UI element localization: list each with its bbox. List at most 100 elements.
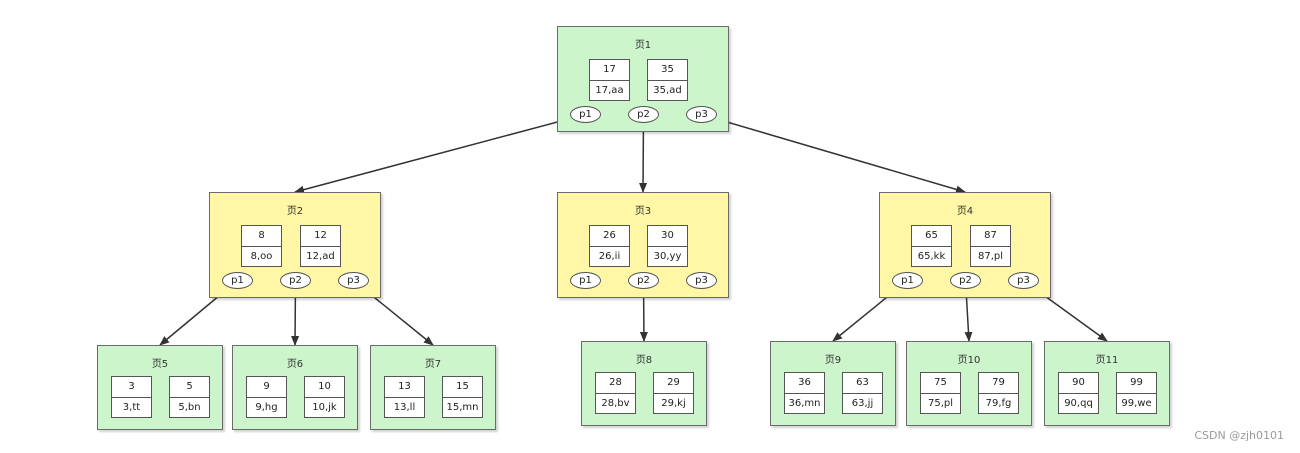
pointer-p2: p2 xyxy=(628,272,659,289)
key: 79 xyxy=(979,373,1018,394)
record: 75,pl xyxy=(927,398,954,409)
record: 65,kk xyxy=(917,251,946,262)
page-11: 页11 90 90,qq 99 99,we xyxy=(1044,341,1170,426)
key: 28 xyxy=(596,373,635,394)
edge-p1-p1-to-p2 xyxy=(294,113,586,194)
watermark: CSDN @zjh0101 xyxy=(1194,429,1284,442)
key-cell: 28 28,bv xyxy=(595,372,636,414)
record: 3,tt xyxy=(122,402,141,413)
key-cell: 36 36,mn xyxy=(784,372,825,414)
key: 12 xyxy=(301,226,340,247)
key: 65 xyxy=(912,226,951,247)
record: 87,pl xyxy=(977,251,1004,262)
pointer-p1: p1 xyxy=(570,106,601,123)
page-10: 页10 75 75,pl 79 79,fg xyxy=(906,341,1032,426)
key-cell: 9 9,hg xyxy=(246,376,287,418)
key: 13 xyxy=(385,377,424,398)
pointer-p1: p1 xyxy=(222,272,253,289)
record: 8,oo xyxy=(250,251,273,262)
page-8: 页8 28 28,bv 29 29,kj xyxy=(581,341,707,426)
page-title: 页7 xyxy=(424,359,442,370)
key-cell: 87 87,pl xyxy=(970,225,1011,267)
record: 63,jj xyxy=(851,398,874,409)
key-cell: 8 8,oo xyxy=(241,225,282,267)
record: 5,bn xyxy=(178,402,201,413)
page-title: 页6 xyxy=(286,359,304,370)
page-title: 页9 xyxy=(824,355,842,366)
page-2: 页2 8 8,oo 12 12,ad p1 p2 p3 xyxy=(209,192,381,298)
key-cell: 17 17,aa xyxy=(589,59,630,101)
key-cell: 12 12,ad xyxy=(300,225,341,267)
key: 35 xyxy=(648,60,687,81)
pointer-p2: p2 xyxy=(280,272,311,289)
key: 3 xyxy=(112,377,151,398)
key: 99 xyxy=(1117,373,1156,394)
edge-p1-p3-to-p4 xyxy=(701,113,966,194)
key-cell: 26 26,ii xyxy=(589,225,630,267)
key: 87 xyxy=(971,226,1010,247)
record: 30,yy xyxy=(653,251,682,262)
page-title: 页8 xyxy=(635,355,653,366)
key-cell: 63 63,jj xyxy=(842,372,883,414)
key: 30 xyxy=(648,226,687,247)
key-cell: 5 5,bn xyxy=(169,376,210,418)
key: 15 xyxy=(443,377,482,398)
key: 90 xyxy=(1059,373,1098,394)
key: 75 xyxy=(921,373,960,394)
page-title: 页3 xyxy=(634,206,652,217)
record: 26,ii xyxy=(598,251,621,262)
record: 35,ad xyxy=(653,85,682,96)
record: 36,mn xyxy=(788,398,821,409)
page-4: 页4 65 65,kk 87 87,pl p1 p2 p3 xyxy=(879,192,1051,298)
record: 29,kj xyxy=(661,398,686,409)
key-cell: 30 30,yy xyxy=(647,225,688,267)
record: 10,jk xyxy=(312,402,337,413)
key-cell: 65 65,kk xyxy=(911,225,952,267)
key: 29 xyxy=(654,373,693,394)
key-cell: 90 90,qq xyxy=(1058,372,1099,414)
page-5: 页5 3 3,tt 5 5,bn xyxy=(97,345,223,430)
record: 9,hg xyxy=(255,402,278,413)
pointer-p3: p3 xyxy=(1008,272,1039,289)
pointer-p1: p1 xyxy=(892,272,923,289)
page-title: 页10 xyxy=(957,355,981,366)
key-cell: 99 99,we xyxy=(1116,372,1157,414)
key: 8 xyxy=(242,226,281,247)
pointer-p2: p2 xyxy=(628,106,659,123)
page-title: 页2 xyxy=(286,206,304,217)
key-cell: 75 75,pl xyxy=(920,372,961,414)
record: 28,bv xyxy=(601,398,630,409)
record: 17,aa xyxy=(595,85,624,96)
record: 79,fg xyxy=(985,398,1012,409)
key-cell: 10 10,jk xyxy=(304,376,345,418)
page-6: 页6 9 9,hg 10 10,jk xyxy=(232,345,358,430)
record: 90,qq xyxy=(1064,398,1093,409)
pointer-p3: p3 xyxy=(686,272,717,289)
page-title: 页11 xyxy=(1095,355,1119,366)
record: 12,ad xyxy=(306,251,335,262)
page-title: 页1 xyxy=(634,40,652,51)
record: 99,we xyxy=(1121,398,1152,409)
key: 10 xyxy=(305,377,344,398)
key-cell: 79 79,fg xyxy=(978,372,1019,414)
pointer-p1: p1 xyxy=(570,272,601,289)
key-cell: 15 15,mn xyxy=(442,376,483,418)
key-cell: 35 35,ad xyxy=(647,59,688,101)
record: 15,mn xyxy=(446,402,479,413)
key: 9 xyxy=(247,377,286,398)
key: 26 xyxy=(590,226,629,247)
key-cell: 29 29,kj xyxy=(653,372,694,414)
page-1: 页1 17 17,aa 35 35,ad p1 p2 p3 xyxy=(557,26,729,132)
key: 17 xyxy=(590,60,629,81)
record: 13,ll xyxy=(393,402,416,413)
page-3: 页3 26 26,ii 30 30,yy p1 p2 p3 xyxy=(557,192,729,298)
page-9: 页9 36 36,mn 63 63,jj xyxy=(770,341,896,426)
pointer-p3: p3 xyxy=(338,272,369,289)
page-title: 页4 xyxy=(956,206,974,217)
key: 5 xyxy=(170,377,209,398)
key: 63 xyxy=(843,373,882,394)
key-cell: 3 3,tt xyxy=(111,376,152,418)
key: 36 xyxy=(785,373,824,394)
key-cell: 13 13,ll xyxy=(384,376,425,418)
